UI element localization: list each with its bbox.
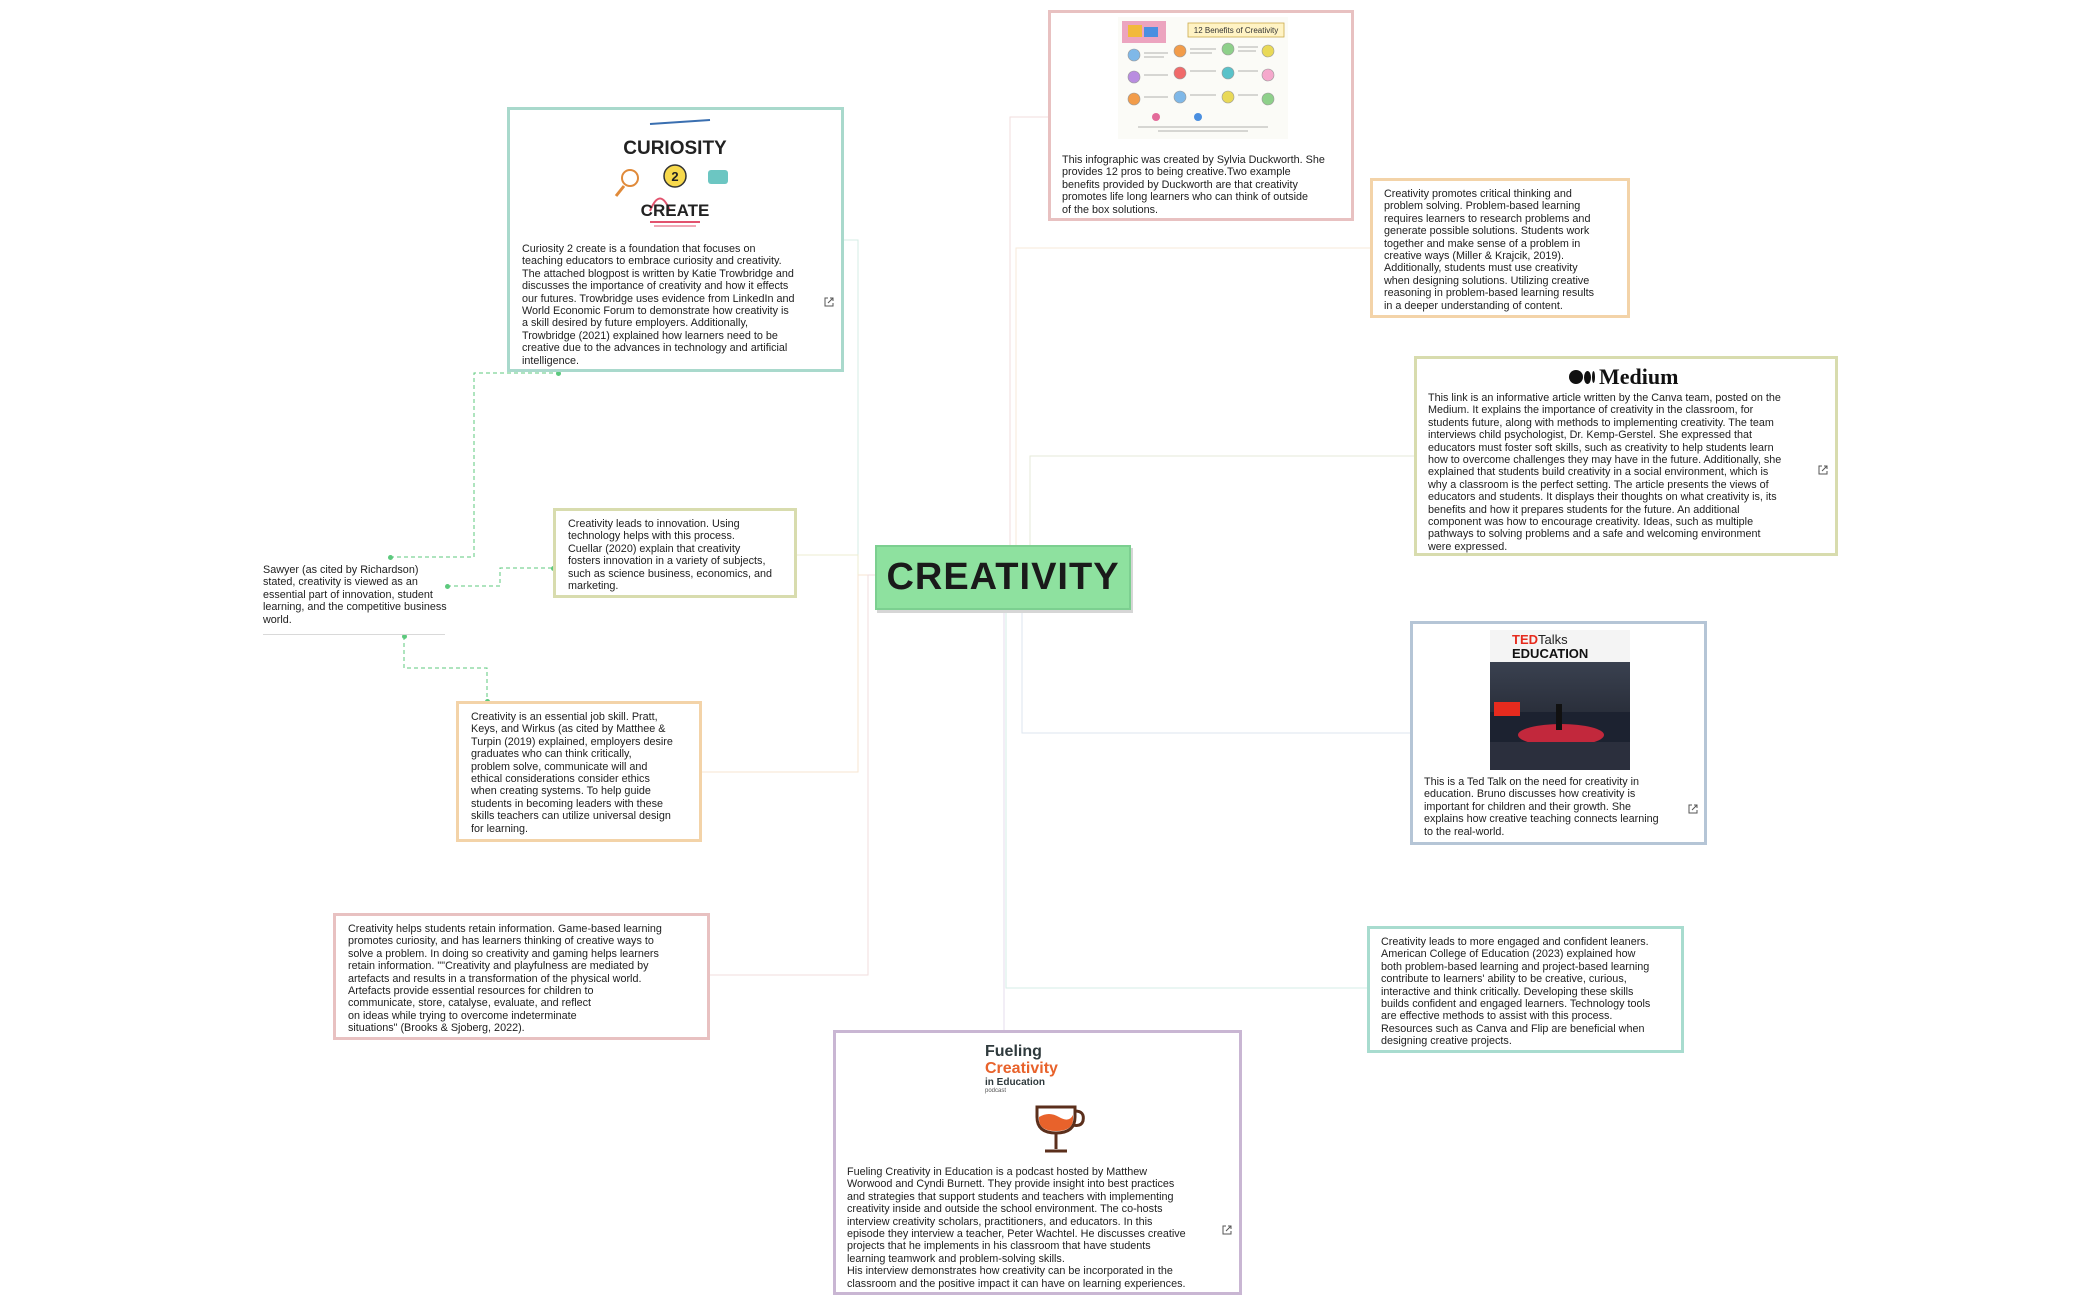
branch-retain — [710, 574, 875, 976]
dashed-link-curiosity — [390, 372, 558, 558]
link-dot — [402, 634, 407, 639]
podcast-cup-icon — [1035, 1105, 1085, 1153]
external-link-icon[interactable] — [1818, 465, 1828, 475]
branch-job-skill — [702, 574, 875, 773]
external-link-icon[interactable] — [1688, 804, 1698, 814]
branch-critical — [1015, 247, 1370, 576]
medium-logo-icon — [1569, 370, 1595, 384]
ted-talk-image: TEDTalks EDUCATION — [1490, 630, 1630, 770]
link-dot — [388, 555, 393, 560]
card-engaged-text: Creativity leads to more engaged and con… — [1381, 936, 1651, 1048]
card-infographic-text: This infographic was created by Sylvia D… — [1062, 154, 1325, 216]
podcast-logo: Fueling Creativity in Education podcast — [985, 1043, 1095, 1163]
ted-logo-ted: TED — [1512, 632, 1538, 647]
floating-note-text: Sawyer (as cited by Richardson) stated, … — [263, 564, 447, 626]
card-curiosity-2-create[interactable]: CURIOSITY 2 CREATE Curiosity 2 create is… — [507, 107, 844, 372]
card-job-skill[interactable]: Creativity is an essential job skill. Pr… — [456, 701, 702, 842]
central-topic-label: CREATIVITY — [886, 556, 1120, 598]
curiosity-logo-mid: 2 — [671, 169, 678, 184]
card-critical-thinking[interactable]: Creativity promotes critical thinking an… — [1370, 178, 1630, 318]
ted-logo: TEDTalks EDUCATION — [1512, 633, 1588, 661]
dashed-link-job-skill — [403, 636, 488, 701]
curiosity-logo-line2: CREATE — [641, 201, 710, 220]
card-podcast-text: Fueling Creativity in Education is a pod… — [847, 1166, 1186, 1290]
curiosity-2-create-logo: CURIOSITY 2 CREATE — [610, 116, 740, 236]
card-job-skill-text: Creativity is an essential job skill. Pr… — [471, 711, 673, 835]
branch-curiosity — [844, 239, 875, 576]
infographic-header: 12 Benefits of Creativity — [1194, 26, 1278, 35]
floating-note-underline — [263, 634, 445, 635]
podcast-logo-line3: in Education — [985, 1077, 1045, 1088]
card-critical-text: Creativity promotes critical thinking an… — [1384, 188, 1595, 312]
dashed-link-innovation — [447, 567, 553, 587]
floating-note-sawyer[interactable]: Sawyer (as cited by Richardson) stated, … — [263, 564, 448, 626]
card-ted-text: This is a Ted Talk on the need for creat… — [1424, 776, 1659, 838]
branch-podcast — [1003, 574, 1127, 1030]
link-dot — [445, 584, 450, 589]
card-innovation[interactable]: Creativity leads to innovation. Using te… — [553, 508, 797, 598]
card-retain-information[interactable]: Creativity helps students retain informa… — [333, 913, 710, 1040]
card-podcast[interactable]: Fueling Creativity in Education podcast … — [833, 1030, 1242, 1295]
card-engaged-learners[interactable]: Creativity leads to more engaged and con… — [1367, 926, 1684, 1053]
link-dot — [556, 371, 561, 376]
card-retain-text: Creativity helps students retain informa… — [348, 923, 662, 1035]
card-innovation-text: Creativity leads to innovation. Using te… — [568, 518, 773, 593]
curiosity-logo-art: CURIOSITY 2 CREATE — [614, 119, 728, 227]
branch-innovation — [797, 554, 875, 576]
ted-logo-talks: Talks — [1538, 632, 1568, 647]
card-curiosity-text: Curiosity 2 create is a foundation that … — [522, 243, 795, 367]
external-link-icon[interactable] — [824, 297, 834, 307]
branch-engaged — [1005, 574, 1367, 989]
podcast-logo-line2: Creativity — [985, 1060, 1058, 1077]
card-medium-text: This link is an informative article writ… — [1428, 392, 1782, 553]
podcast-logo-line1: Fueling — [985, 1043, 1042, 1060]
central-topic[interactable]: CREATIVITY — [875, 545, 1131, 610]
podcast-logo-line4: podcast — [985, 1088, 1007, 1094]
medium-logo-text: Medium — [1599, 364, 1679, 389]
card-infographic[interactable]: 12 Benefits of Creativity This infograph… — [1048, 10, 1354, 221]
external-link-icon[interactable] — [1222, 1225, 1232, 1235]
card-ted-talk[interactable]: TEDTalks EDUCATION This is a Ted Talk on… — [1410, 621, 1707, 845]
ted-logo-education: EDUCATION — [1512, 646, 1589, 661]
card-medium-article[interactable]: Medium This link is an informative artic… — [1414, 356, 1838, 556]
medium-logo: Medium — [1569, 364, 1678, 390]
curiosity-logo-line1: CURIOSITY — [623, 138, 727, 159]
infographic-image: 12 Benefits of Creativity — [1118, 17, 1288, 139]
